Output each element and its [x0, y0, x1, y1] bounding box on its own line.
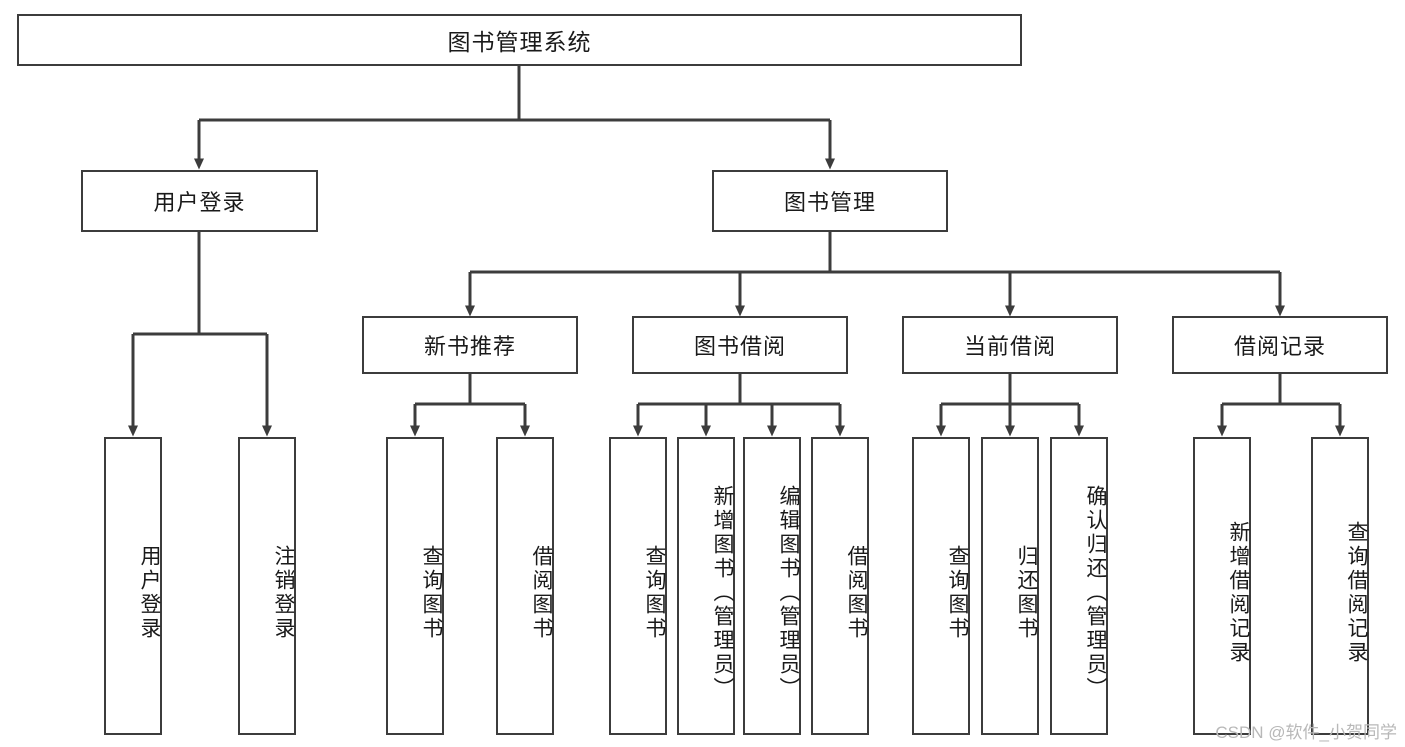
- leaf-borrow-book-add-book-admin[interactable]: 新增图书（管理员）: [677, 437, 735, 735]
- node-book-management[interactable]: 图书管理: [712, 170, 948, 232]
- leaf-current-borrow-query-book[interactable]: 查询图书: [912, 437, 970, 735]
- leaf-user-login-signin[interactable]: 用户登录: [104, 437, 162, 735]
- node-current-borrow[interactable]: 当前借阅: [902, 316, 1118, 374]
- node-book-borrow[interactable]: 图书借阅: [632, 316, 848, 374]
- node-label: 借阅记录: [1233, 334, 1326, 359]
- node-label: 查询借阅记录: [1345, 521, 1368, 665]
- node-label: 查询图书: [946, 545, 969, 641]
- node-label: 图书管理: [783, 190, 876, 215]
- node-label: 用户登录: [138, 545, 161, 641]
- node-label: 查询图书: [420, 545, 443, 641]
- watermark: CSDN @软件_小贺同学: [1215, 723, 1397, 742]
- node-user-login[interactable]: 用户登录: [81, 170, 318, 232]
- leaf-borrow-book-query-book[interactable]: 查询图书: [609, 437, 667, 735]
- node-label: 图书借阅: [693, 334, 786, 359]
- leaf-borrow-book-edit-book-admin[interactable]: 编辑图书（管理员）: [743, 437, 801, 735]
- leaf-current-borrow-confirm-return-admin[interactable]: 确认归还（管理员）: [1050, 437, 1108, 735]
- node-label: 注销登录: [272, 545, 295, 641]
- node-label: 图书管理系统: [447, 29, 592, 55]
- leaf-new-book-borrow-book[interactable]: 借阅图书: [496, 437, 554, 735]
- node-label: 编辑图书（管理员）: [777, 485, 800, 701]
- leaf-borrow-book-borrow-book[interactable]: 借阅图书: [811, 437, 869, 735]
- node-root-book-management-system[interactable]: 图书管理系统: [17, 14, 1022, 66]
- leaf-new-book-query-book[interactable]: 查询图书: [386, 437, 444, 735]
- leaf-borrow-record-add-record[interactable]: 新增借阅记录: [1193, 437, 1251, 735]
- node-label: 归还图书: [1015, 545, 1038, 641]
- node-label: 新书推荐: [423, 334, 516, 359]
- leaf-user-login-signout[interactable]: 注销登录: [238, 437, 296, 735]
- node-borrow-record[interactable]: 借阅记录: [1172, 316, 1388, 374]
- node-label: 查询图书: [643, 545, 666, 641]
- node-label: 确认归还（管理员）: [1084, 485, 1107, 701]
- node-label: 新增借阅记录: [1227, 521, 1250, 665]
- node-label: 用户登录: [153, 190, 246, 215]
- node-label: 新增图书（管理员）: [711, 485, 734, 701]
- leaf-borrow-record-query-record[interactable]: 查询借阅记录: [1311, 437, 1369, 735]
- node-label: 借阅图书: [530, 545, 553, 641]
- leaf-current-borrow-return-book[interactable]: 归还图书: [981, 437, 1039, 735]
- node-label: 借阅图书: [845, 545, 868, 641]
- node-label: 当前借阅: [963, 334, 1056, 359]
- node-new-book-recommend[interactable]: 新书推荐: [362, 316, 578, 374]
